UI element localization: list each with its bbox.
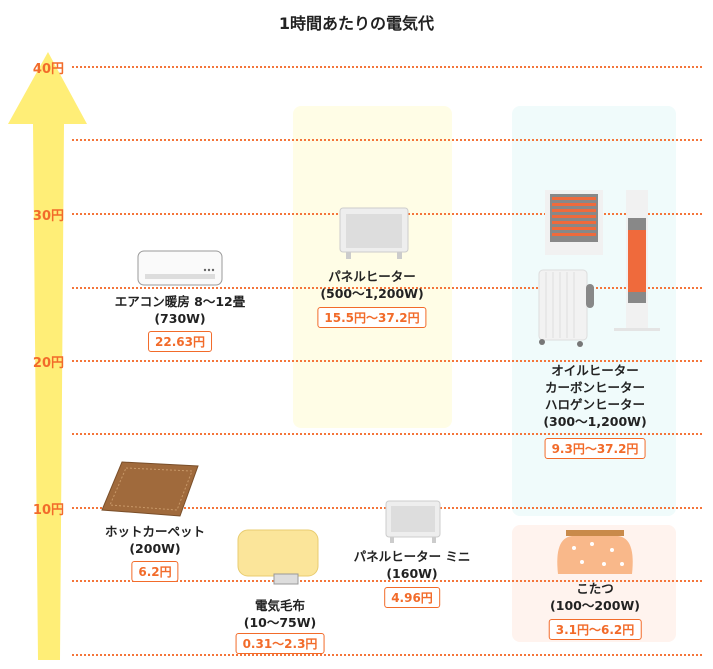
panel-heater-icon: [339, 207, 409, 259]
item-blanket-watt: (10〜75W): [243, 615, 317, 630]
item-mini-panel-watt: (160W): [386, 566, 438, 581]
item-halogen-heater-name: ハロゲンヒーター: [544, 397, 646, 412]
item-oil-heater-cost: 9.3円〜37.2円: [544, 438, 646, 459]
gridline: [72, 360, 702, 362]
item-hot-carpet-watt: (200W): [129, 541, 181, 556]
y-label-20: 20円: [32, 356, 64, 371]
arrow-up-icon: [8, 52, 87, 660]
hot-carpet-icon: [101, 461, 199, 517]
gridline: [72, 433, 702, 435]
page-title: 1時間あたりの電気代: [278, 14, 435, 33]
item-aircon-cost: 22.63円: [148, 331, 212, 352]
y-label-30: 30円: [32, 209, 64, 224]
item-panel-heater-cost: 15.5円〜37.2円: [317, 307, 427, 328]
oil-heater-icon: [538, 269, 594, 347]
gridline: [72, 139, 702, 141]
item-aircon-watt: (730W): [154, 311, 206, 326]
gridline: [72, 287, 702, 289]
panel-heater-zone: [293, 106, 452, 428]
item-panel-heater-name: パネルヒーター: [328, 269, 416, 284]
item-kotatsu-cost: 3.1円〜6.2円: [548, 619, 642, 640]
item-panel-heater-watt: (500〜1,200W): [320, 286, 424, 301]
gridline: [72, 654, 702, 656]
mini-panel-heater-icon: [385, 500, 441, 543]
gridline: [72, 66, 702, 68]
item-kotatsu-watt: (100〜200W): [550, 598, 640, 613]
item-hot-carpet-name: ホットカーペット: [104, 524, 206, 539]
item-hot-carpet-cost: 6.2円: [131, 561, 179, 582]
item-oil-heater-name: オイルヒーター: [551, 363, 639, 378]
item-mini-panel-cost: 4.96円: [384, 587, 440, 608]
kotatsu-icon: [557, 530, 633, 574]
air-conditioner-icon: [137, 250, 223, 286]
gridline: [72, 580, 702, 582]
item-mini-panel-name: パネルヒーター ミニ: [353, 549, 471, 564]
item-aircon-name: エアコン暖房 8〜12畳: [114, 294, 246, 309]
y-label-40: 40円: [32, 62, 64, 77]
item-kotatsu-name: こたつ: [576, 581, 614, 596]
y-label-10: 10円: [32, 503, 64, 518]
item-blanket-name: 電気毛布: [254, 598, 306, 613]
carbon-heater-icon: [614, 190, 660, 331]
item-oil-heater-watt: (300〜1,200W): [543, 414, 647, 429]
halogen-heater-icon: [545, 190, 603, 255]
item-carbon-heater-name: カーボンヒーター: [544, 380, 646, 395]
electric-blanket-icon: [237, 529, 319, 585]
item-blanket-cost: 0.31〜2.3円: [235, 633, 325, 654]
